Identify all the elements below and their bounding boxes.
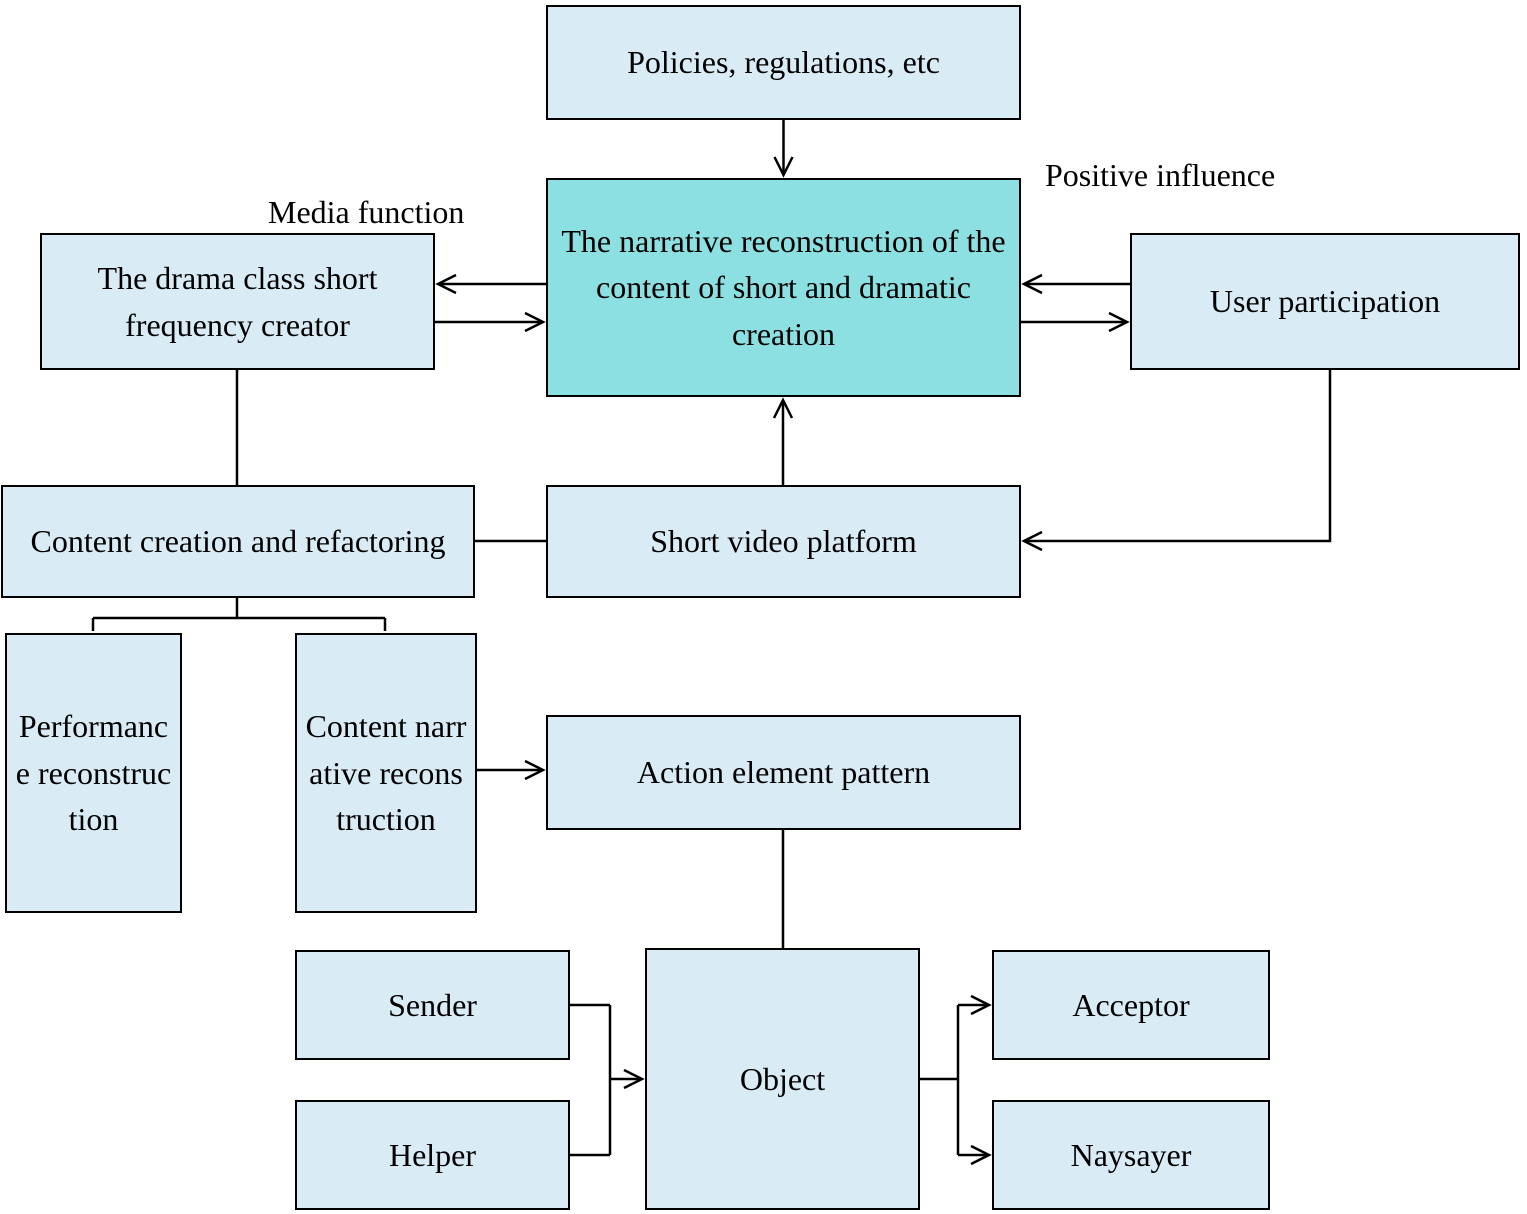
arrow-user-to-platform: [1021, 370, 1332, 552]
media-function-label: Media function: [268, 194, 465, 230]
node-acceptor: Acceptor: [992, 950, 1270, 1060]
node-action-element-pattern: Action element pattern: [546, 715, 1021, 830]
node-helper: Helper: [295, 1100, 570, 1210]
node-narrative-reconstruction: The narrative reconstruction of the cont…: [546, 178, 1021, 397]
node-object: Object: [645, 948, 920, 1210]
node-user-participation: User participation: [1130, 233, 1520, 370]
node-sender: Sender: [295, 950, 570, 1060]
node-content-creation: Content creation and refactoring: [1, 485, 475, 598]
connector-sender-helper-junction: [570, 1003, 612, 1157]
positive-influence-label: Positive influence: [1045, 157, 1276, 193]
connector-content-creation-branch: [91, 598, 387, 631]
node-performance-reconstruction: Performance reconstruction: [5, 633, 182, 913]
node-naysayer: Naysayer: [992, 1100, 1270, 1210]
node-content-narrative-reconstruction: Content narrative reconstruction: [295, 633, 477, 913]
node-policies: Policies, regulations, etc: [546, 5, 1021, 120]
node-drama-creator: The drama class short frequency creator: [40, 233, 435, 370]
connector-object-branch: [920, 1005, 960, 1155]
node-short-video-platform: Short video platform: [546, 485, 1021, 598]
